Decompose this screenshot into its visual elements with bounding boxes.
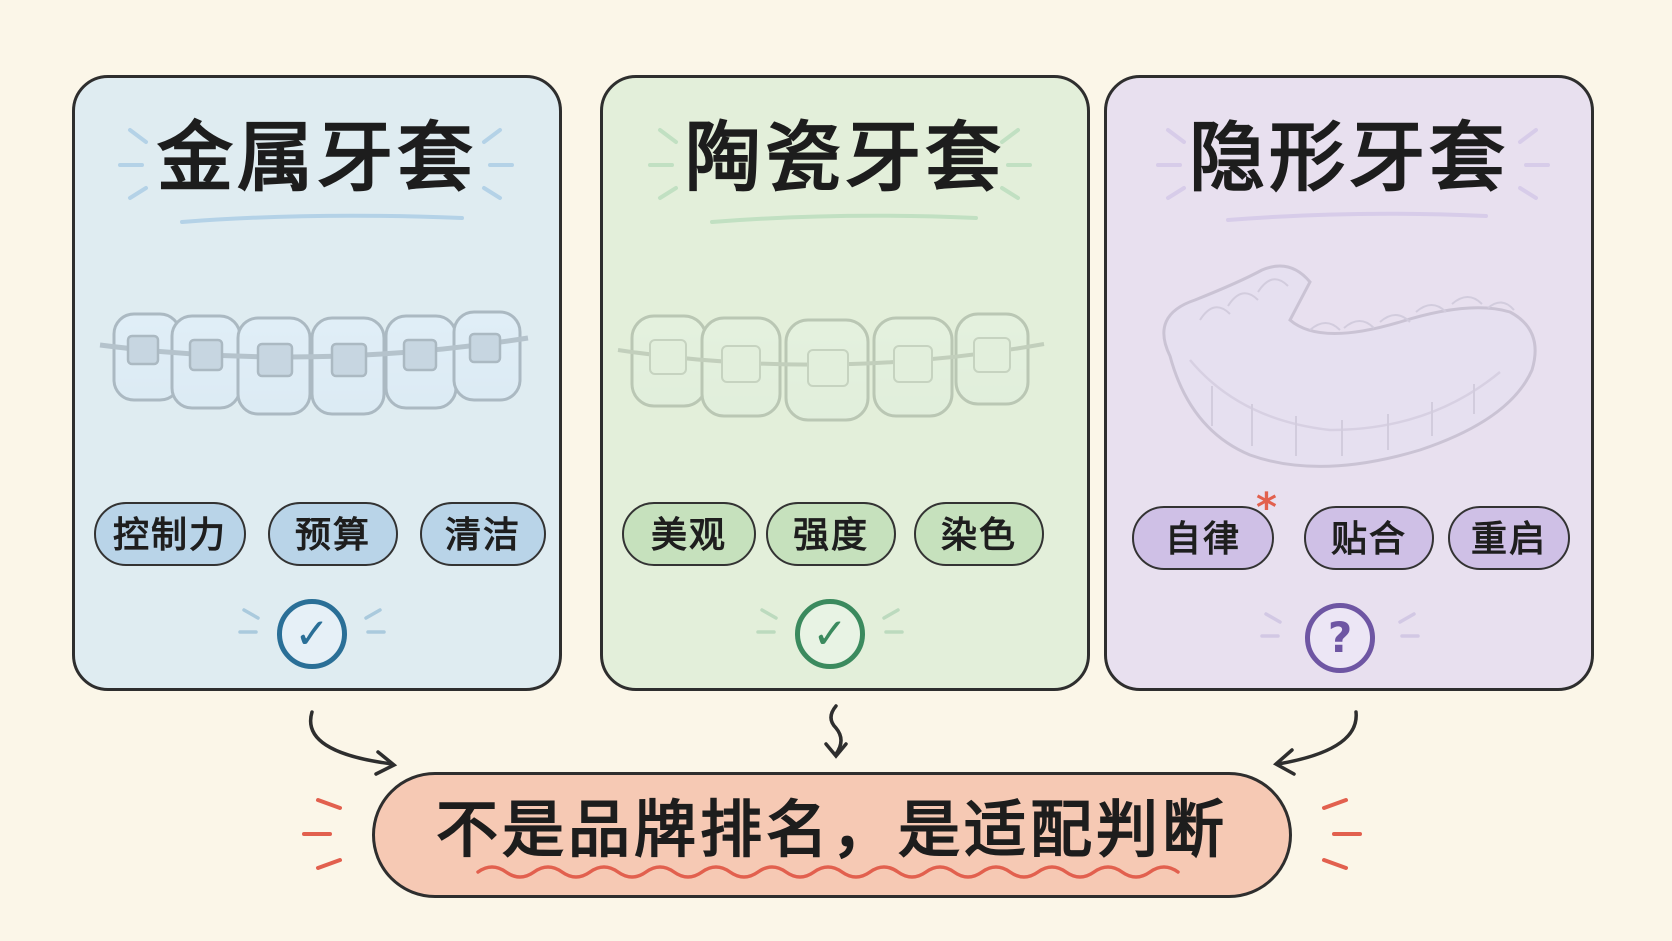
tag-invisible-discipline: 自律 — [1132, 506, 1274, 570]
card-metal-braces — [72, 75, 562, 691]
question-icon: ? — [1305, 603, 1375, 673]
tag-metal-cleaning: 清洁 — [420, 502, 546, 566]
tag-metal-control: 控制力 — [94, 502, 246, 566]
arrow-right — [1276, 710, 1358, 766]
tag-ceramic-aesthetics: 美观 — [622, 502, 756, 566]
tag-ceramic-strength: 强度 — [766, 502, 896, 566]
arrow-left — [308, 710, 394, 766]
card-title-metal: 金属牙套 — [157, 113, 477, 202]
asterisk-marker: * — [1256, 485, 1277, 531]
connector-arrows — [308, 704, 1358, 776]
tag-metal-budget: 预算 — [268, 502, 398, 566]
tag-ceramic-staining: 染色 — [914, 502, 1044, 566]
card-title-ceramic: 陶瓷牙套 — [685, 113, 1005, 202]
check-icon: ✓ — [795, 599, 865, 669]
check-icon: ✓ — [277, 599, 347, 669]
card-ceramic-braces — [600, 75, 1090, 691]
arrow-middle — [829, 704, 843, 756]
card-title-invisible: 隐形牙套 — [1189, 113, 1509, 202]
card-invisible-aligners — [1104, 75, 1594, 691]
conclusion-text: 不是品牌排名，是适配判断 — [435, 793, 1228, 866]
banner-sparkles — [302, 798, 1362, 870]
tag-invisible-fit: 贴合 — [1304, 506, 1434, 570]
tag-invisible-refinement: 重启 — [1448, 506, 1570, 570]
